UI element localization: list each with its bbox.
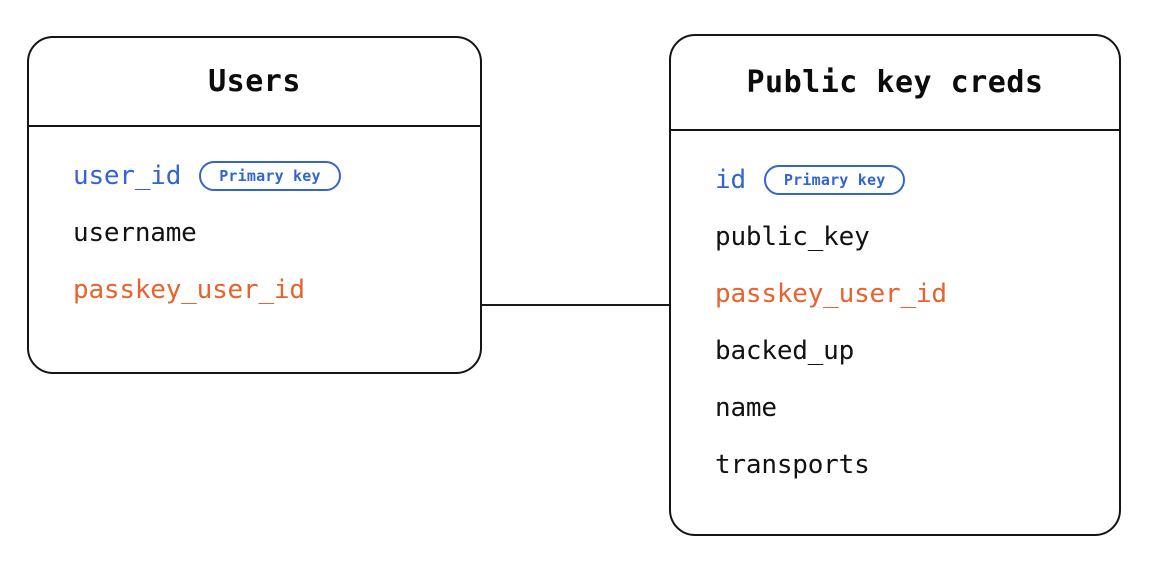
entity-public-key-creds[interactable]: Public key creds id Primary key public_k… <box>669 34 1121 536</box>
field-row[interactable]: id Primary key <box>671 151 1119 208</box>
entity-public-key-creds-title: Public key creds <box>746 65 1044 100</box>
field-row[interactable]: backed_up <box>671 322 1119 379</box>
entity-public-key-creds-field-list: id Primary key public_key passkey_user_i… <box>671 131 1119 493</box>
entity-users-title: Users <box>208 64 301 99</box>
entity-users-field-list: user_id Primary key username passkey_use… <box>29 127 480 318</box>
field-name-name: name <box>715 392 777 423</box>
primary-key-badge-label: Primary key <box>219 166 321 185</box>
field-name-passkey-user-id: passkey_user_id <box>73 274 305 305</box>
field-name-public-key: public_key <box>715 221 870 252</box>
field-row[interactable]: name <box>671 379 1119 436</box>
entity-users[interactable]: Users user_id Primary key username passk… <box>27 36 482 374</box>
field-row[interactable]: passkey_user_id <box>29 261 480 318</box>
field-row[interactable]: username <box>29 204 480 261</box>
relationship-connector-users-to-public-key-creds <box>480 304 670 306</box>
entity-users-header: Users <box>29 38 480 127</box>
entity-public-key-creds-header: Public key creds <box>671 36 1119 131</box>
primary-key-badge-label: Primary key <box>783 170 886 189</box>
field-name-transports: transports <box>715 449 870 480</box>
field-name-id: id <box>715 164 746 195</box>
field-row[interactable]: public_key <box>671 208 1119 265</box>
primary-key-badge: Primary key <box>199 160 341 191</box>
field-name-passkey-user-id: passkey_user_id <box>715 278 947 309</box>
field-name-username: username <box>73 217 197 248</box>
field-name-user-id: user_id <box>73 160 182 191</box>
primary-key-badge: Primary key <box>763 164 906 195</box>
field-name-backed-up: backed_up <box>715 335 855 366</box>
field-row[interactable]: user_id Primary key <box>29 147 480 204</box>
field-row[interactable]: transports <box>671 436 1119 493</box>
field-row[interactable]: passkey_user_id <box>671 265 1119 322</box>
